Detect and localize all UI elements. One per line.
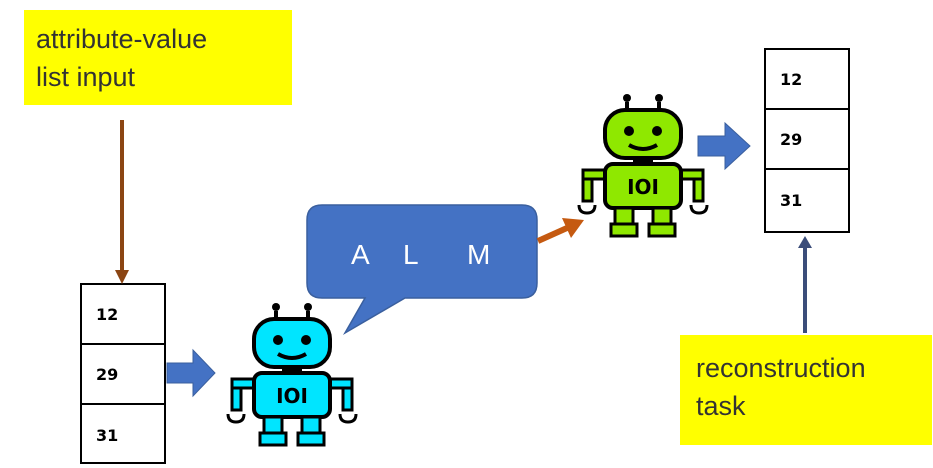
output-value-cell: 29 (766, 110, 848, 170)
input-value-cell: 31 (96, 425, 119, 445)
input-value-list: 12 29 31 (80, 283, 166, 464)
bubble-letter: M (467, 239, 490, 270)
speech-bubble (306, 204, 538, 336)
task-flow-arrow (798, 236, 812, 333)
input-value-cell: 12 (82, 285, 164, 345)
input-note-line1: attribute-value (36, 24, 208, 54)
receiver-to-list-arrow (697, 121, 751, 171)
output-value-list: 12 29 31 (764, 48, 850, 233)
task-note-line1: reconstruction (696, 353, 866, 383)
output-value-cell: 31 (780, 190, 803, 210)
robot-receiver-icon (577, 92, 709, 238)
input-flow-arrow (115, 120, 129, 284)
bubble-letter: L (403, 239, 419, 270)
robot-sender-icon (226, 301, 358, 447)
output-value-cell: 12 (766, 50, 848, 110)
list-to-sender-arrow (166, 348, 216, 398)
task-note: reconstruction task (680, 335, 932, 445)
bubble-to-receiver-arrow (536, 218, 584, 244)
task-note-line2: task (696, 391, 746, 421)
input-value-cell: 29 (82, 345, 164, 405)
input-note: attribute-value list input (24, 10, 292, 105)
input-note-line2: list input (36, 62, 136, 92)
bubble-letter: A (351, 239, 370, 270)
